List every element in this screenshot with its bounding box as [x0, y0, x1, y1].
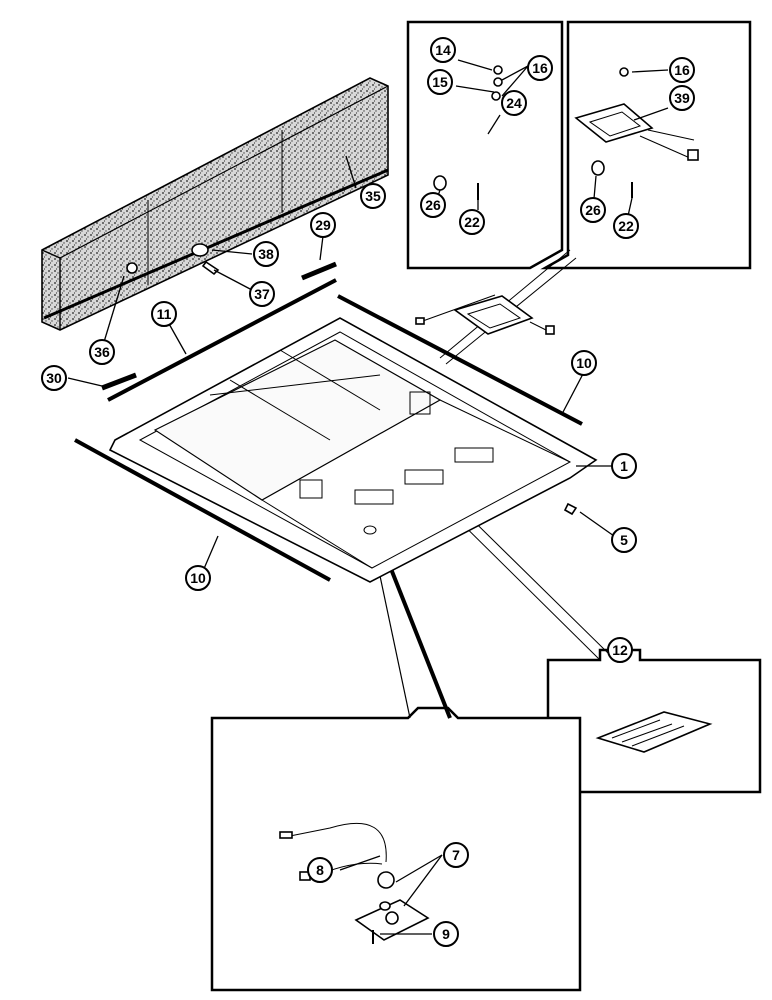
- callout-29: 29: [310, 212, 336, 238]
- bulb-26b: [591, 160, 605, 176]
- callout-12: 12: [607, 637, 633, 663]
- svg-text:39: 39: [674, 90, 690, 106]
- svg-text:30: 30: [46, 370, 62, 386]
- svg-text:37: 37: [254, 286, 270, 302]
- callout-26-a: 26: [420, 192, 446, 218]
- wire-15: [415, 294, 496, 325]
- svg-text:36: 36: [94, 344, 110, 360]
- svg-text:7: 7: [452, 847, 460, 863]
- callout-39: 39: [669, 85, 695, 111]
- svg-text:16: 16: [532, 60, 548, 76]
- nut-16b: [619, 67, 629, 77]
- callout-37: 37: [249, 281, 275, 307]
- callout-26-b: 26: [580, 197, 606, 223]
- fuse-panel-12: [595, 711, 713, 753]
- screw-5: [563, 502, 578, 516]
- callout-24: 24: [501, 90, 527, 116]
- clip-37: [201, 260, 220, 276]
- callout-10-b: 10: [185, 565, 211, 591]
- svg-text:12: 12: [612, 642, 628, 658]
- svg-text:26: 26: [425, 197, 441, 213]
- inset-box-dome-light-b: [540, 20, 752, 270]
- trim-strip-30: [101, 372, 137, 391]
- ring-8: [379, 901, 391, 911]
- side-rail-left: [74, 438, 331, 582]
- push-nut-38: [191, 243, 209, 257]
- dome-light-lens-39: [574, 103, 699, 161]
- callout-5: 5: [611, 527, 637, 553]
- nuts-14-16: [491, 65, 503, 101]
- svg-text:22: 22: [464, 214, 480, 230]
- svg-text:38: 38: [258, 246, 274, 262]
- svg-text:15: 15: [432, 74, 448, 90]
- callout-11: 11: [151, 301, 177, 327]
- callout-22-b: 22: [613, 213, 639, 239]
- svg-text:10: 10: [576, 355, 592, 371]
- callout-38: 38: [253, 241, 279, 267]
- svg-text:10: 10: [190, 570, 206, 586]
- callout-16-b: 16: [669, 57, 695, 83]
- bulb-26a: [433, 175, 447, 191]
- headliner-trim: [41, 77, 389, 331]
- svg-text:9: 9: [442, 926, 450, 942]
- callout-9: 9: [433, 921, 459, 947]
- dome-light-lens-24: [453, 295, 555, 335]
- svg-text:26: 26: [585, 202, 601, 218]
- callout-7: 7: [443, 842, 469, 868]
- front-strip: [107, 278, 337, 402]
- callout-14: 14: [430, 37, 456, 63]
- inset-box-light-switch: [210, 706, 582, 992]
- callout-35: 35: [360, 183, 386, 209]
- callout-10-a: 10: [571, 350, 597, 376]
- svg-text:35: 35: [365, 188, 381, 204]
- svg-text:16: 16: [674, 62, 690, 78]
- callout-30: 30: [41, 365, 67, 391]
- trim-strip-29: [301, 261, 337, 281]
- callout-36: 36: [89, 339, 115, 365]
- svg-text:8: 8: [316, 862, 324, 878]
- svg-text:1: 1: [620, 458, 628, 474]
- callout-15: 15: [427, 69, 453, 95]
- screw-36: [126, 262, 138, 274]
- switch-harness-7: [279, 823, 395, 889]
- svg-text:29: 29: [315, 217, 331, 233]
- svg-text:14: 14: [435, 42, 451, 58]
- side-rail-right: [337, 294, 583, 426]
- callout-22-a: 22: [459, 209, 485, 235]
- svg-text:22: 22: [618, 218, 634, 234]
- roof-panel: [108, 317, 598, 583]
- svg-text:11: 11: [157, 306, 172, 322]
- svg-text:24: 24: [506, 95, 522, 111]
- callout-1: 1: [611, 453, 637, 479]
- callout-8: 8: [307, 857, 333, 883]
- callout-16-a: 16: [527, 55, 553, 81]
- svg-text:5: 5: [620, 532, 628, 548]
